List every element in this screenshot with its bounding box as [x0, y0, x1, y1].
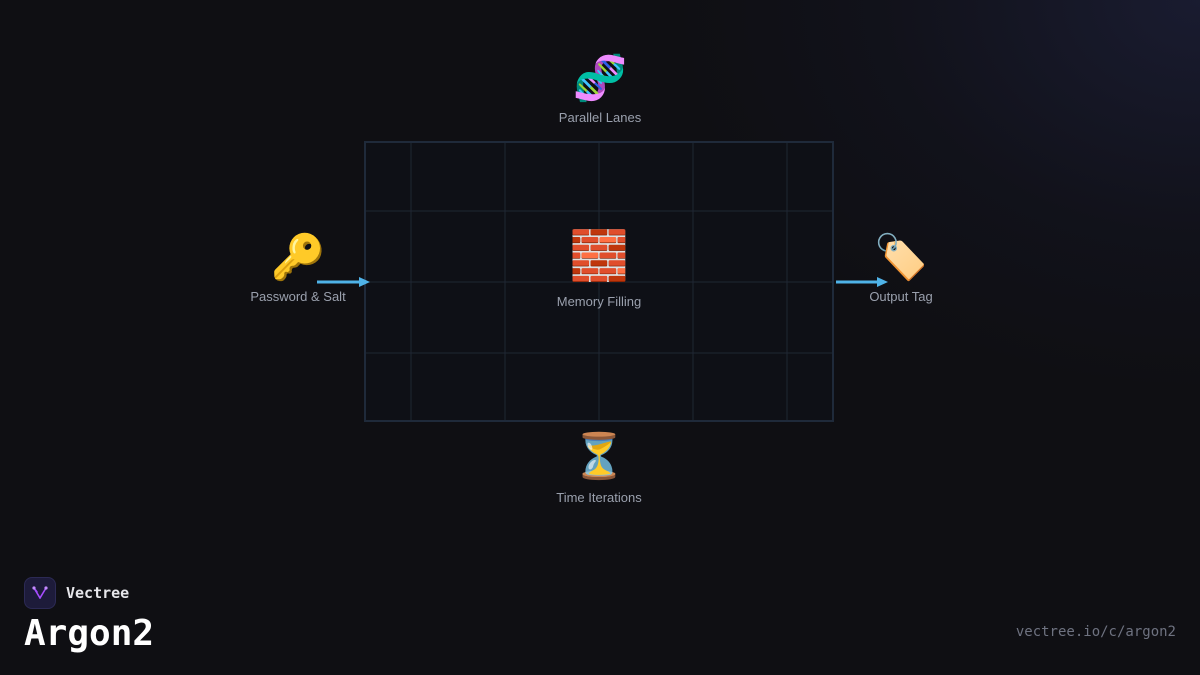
hourglass-icon: ⏳ [571, 431, 627, 482]
vectree-logo-icon [24, 577, 56, 609]
node-output-tag: 🏷️ Output Tag [869, 232, 933, 305]
node-time-iterations: ⏳ Time Iterations [556, 431, 642, 506]
node-password-salt: 🔑 Password & Salt [250, 232, 346, 305]
tag-icon: 🏷️ [873, 232, 929, 283]
node-label: Parallel Lanes [558, 110, 642, 125]
dna-icon: 🧬 [572, 53, 628, 104]
node-memory-filling: 🧱 Memory Filling [557, 228, 642, 309]
page-title: Argon2 [24, 613, 155, 654]
brand-name: Vectree [66, 584, 130, 602]
node-label: Output Tag [869, 289, 933, 304]
node-label: Time Iterations [556, 490, 642, 505]
brick-icon: 🧱 [569, 228, 629, 284]
memory-grid-lines [366, 143, 832, 420]
key-icon: 🔑 [270, 232, 326, 283]
brand[interactable]: Vectree [24, 577, 129, 609]
page-url[interactable]: vectree.io/c/argon2 [1015, 624, 1176, 640]
memory-grid [364, 141, 834, 422]
node-parallel-lanes: 🧬 Parallel Lanes [558, 53, 642, 126]
node-label: Memory Filling [556, 294, 642, 309]
node-label: Password & Salt [250, 289, 346, 304]
